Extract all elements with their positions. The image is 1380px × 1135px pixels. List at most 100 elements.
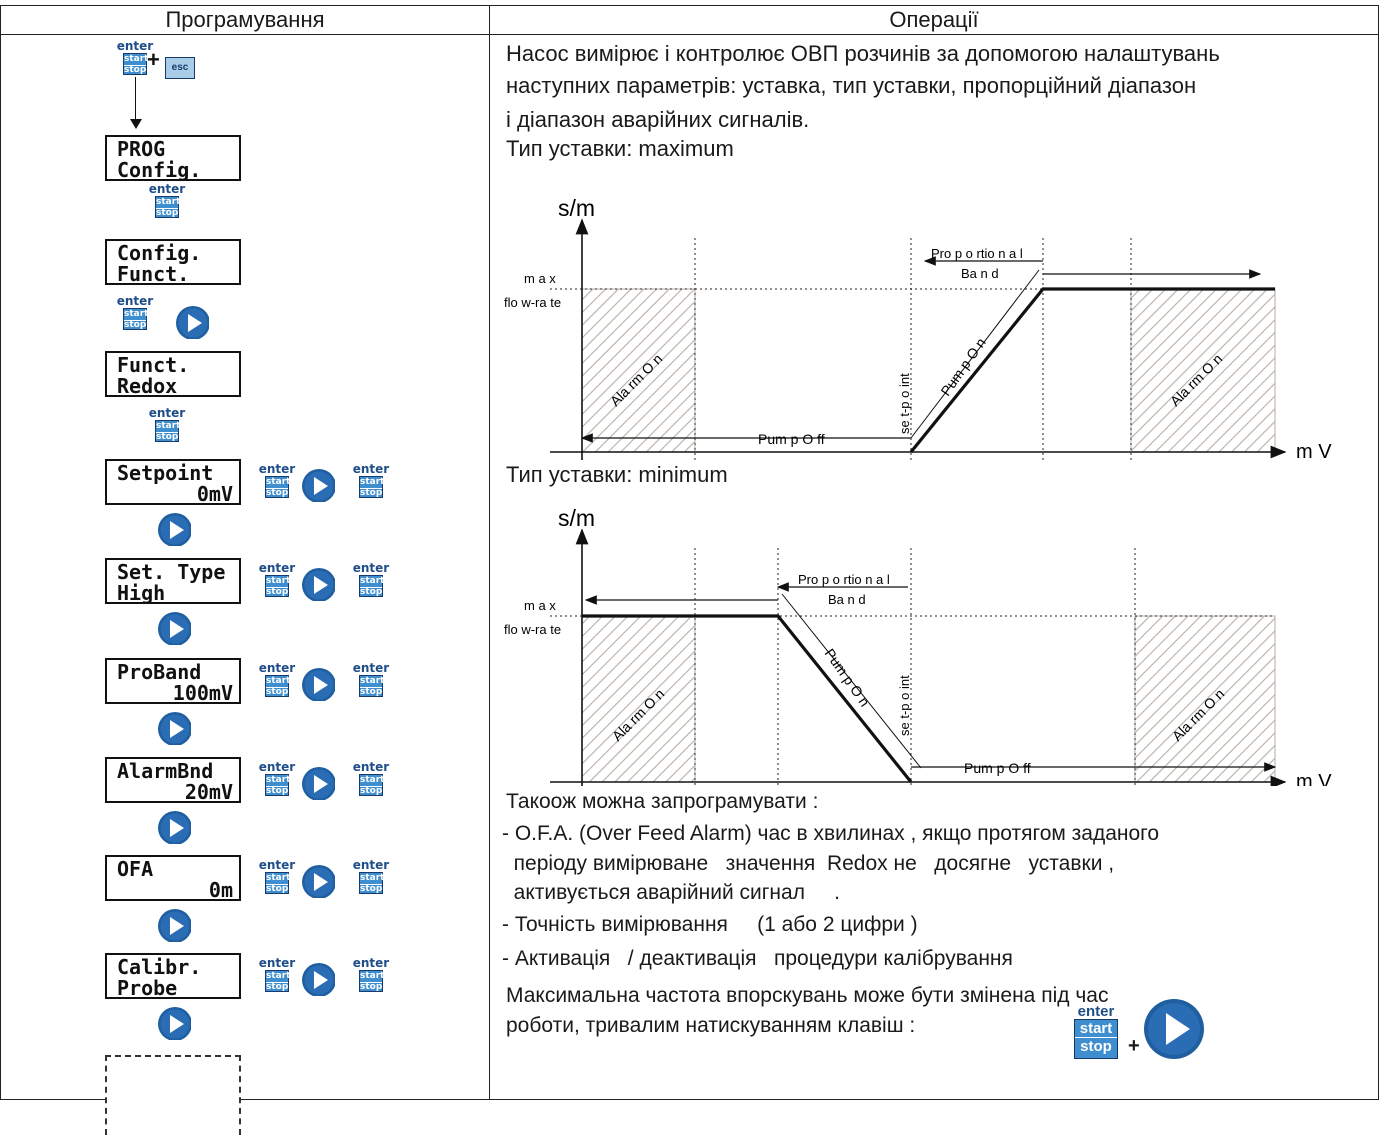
stop-label: stop <box>156 432 179 442</box>
pump-response-curve <box>582 614 913 784</box>
stop-key-label: stop <box>1080 1038 1112 1055</box>
lcd-line-1: ProBand <box>117 660 202 684</box>
stop-label: stop <box>360 488 383 498</box>
precision-line: - Точність вимірювання (1 або 2 цифри ) <box>502 913 918 936</box>
start-label: start <box>360 477 385 489</box>
stop-label: stop <box>156 208 179 218</box>
alarm-zone-left <box>581 615 696 783</box>
enter-label: enter <box>352 956 390 970</box>
connector-line <box>135 77 136 121</box>
arrow-right-button-icon[interactable] <box>301 667 335 701</box>
also-program-heading: Такоож можна запрограмувати : <box>506 790 819 813</box>
arrow-right-button-icon[interactable] <box>157 1006 191 1040</box>
proportional-band-label: Ba n d <box>961 266 999 281</box>
pump-on-guide <box>781 593 922 769</box>
arrow-right-button-icon[interactable] <box>301 567 335 601</box>
ofa-line-2: періоду вимірюване значення Redox не дос… <box>502 852 1115 875</box>
start-label: start <box>156 421 181 433</box>
lcd-display: Config.Funct. <box>105 239 241 285</box>
start-label: start <box>266 971 291 983</box>
intro-line-3: і діапазон аварійних сигналів. <box>506 107 810 132</box>
stop-label: stop <box>360 587 383 597</box>
start-label: start <box>360 971 385 983</box>
stop-label: stop <box>266 687 289 697</box>
esc-key[interactable]: esc <box>165 57 195 79</box>
arrow-right-button-icon[interactable] <box>157 512 191 546</box>
y-axis-label: s/m <box>558 505 595 531</box>
stop-label: stop <box>266 786 289 796</box>
arrow-down-icon <box>130 119 142 129</box>
arrow-right-button-icon[interactable] <box>157 611 191 645</box>
max-label: m a x <box>524 598 556 613</box>
pump-off-label: Pum p O ff <box>964 760 1031 776</box>
start-label: start <box>360 676 385 688</box>
arrow-right-button-icon[interactable] <box>157 711 191 745</box>
arrow-right-button-icon[interactable] <box>157 908 191 942</box>
arrow-right-button-icon[interactable] <box>175 305 209 339</box>
enter-label: enter <box>352 661 390 675</box>
arrow-right-button-icon[interactable] <box>157 810 191 844</box>
intro-line-1: Насос вимірює і контролює ОВП розчинів з… <box>506 41 1220 66</box>
setpoint-type-max-heading: Тип уставки: maximum <box>506 136 734 161</box>
stop-label: stop <box>124 320 147 330</box>
lcd-line-1: Setpoint <box>117 461 214 485</box>
start-label: start <box>124 54 149 66</box>
lcd-line-2: Redox <box>117 374 178 398</box>
arrow-right-button-icon[interactable] <box>301 468 335 502</box>
arrow-right-button-icon[interactable] <box>1142 997 1206 1061</box>
flow-rate-label: flo w-ra te <box>504 295 561 310</box>
arrow-right-button-icon[interactable] <box>301 766 335 800</box>
lcd-display: Calibr.Probe <box>105 953 241 999</box>
enter-label: enter <box>352 462 390 476</box>
start-key-label: start <box>1075 1020 1117 1038</box>
enter-label: enter <box>258 956 296 970</box>
lcd-display: Funct.Redox <box>105 351 241 397</box>
column-header-programming: Програмування <box>0 5 490 35</box>
enter-label: enter <box>352 561 390 575</box>
start-label: start <box>156 197 181 209</box>
alarm-zone-left <box>581 288 696 453</box>
arrow-right-button-icon[interactable] <box>301 962 335 996</box>
enter-label: enter <box>148 182 186 196</box>
lcd-line-1: OFA <box>117 857 154 881</box>
start-label: start <box>360 576 385 588</box>
enter-label: enter <box>258 858 296 872</box>
enter-label: enter <box>258 561 296 575</box>
enter-key-label: enter <box>1077 1003 1115 1020</box>
alarm-zone-right <box>1130 288 1276 453</box>
stop-label: stop <box>266 982 289 992</box>
start-label: start <box>360 873 385 885</box>
plus-sign: + <box>1128 1035 1140 1057</box>
lcd-line-2: 100mV <box>172 681 233 705</box>
enter-label: enter <box>352 760 390 774</box>
lcd-line-2: High <box>117 581 166 605</box>
enter-start-stop-key[interactable]: enter start stop <box>1068 1003 1128 1063</box>
column-header-operations: Операції <box>489 5 1379 35</box>
origin-label: 0 <box>582 459 595 460</box>
arrow-right-button-icon[interactable] <box>301 864 335 898</box>
setpoint-label: se t-p o int <box>897 373 912 434</box>
start-label: start <box>266 576 291 588</box>
